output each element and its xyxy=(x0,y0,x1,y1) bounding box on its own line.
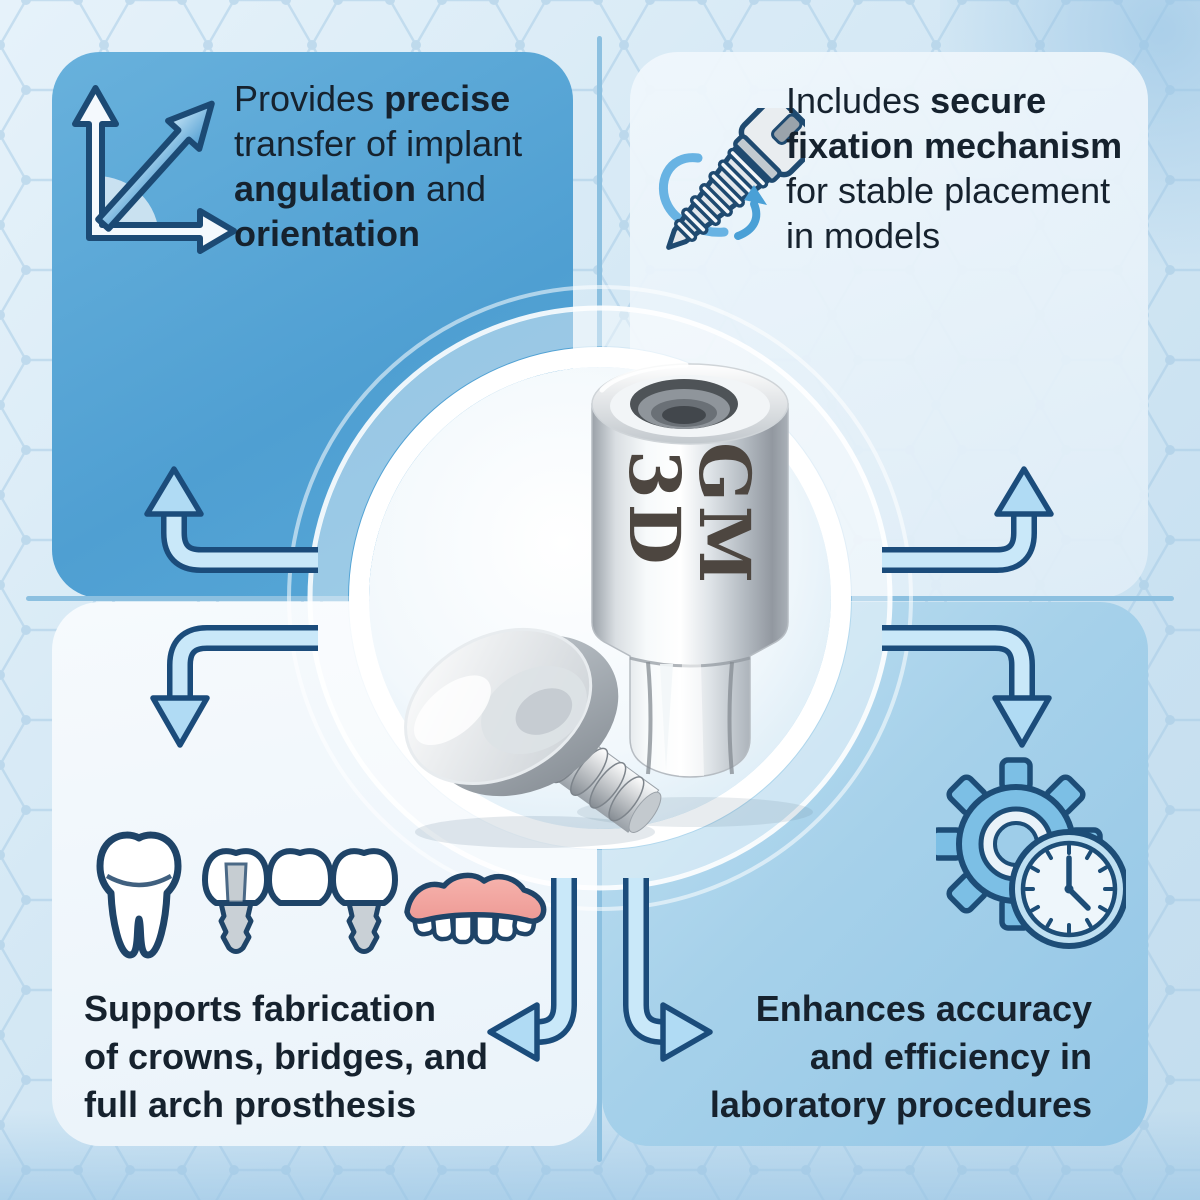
caption-line: of crowns, bridges, and xyxy=(84,1036,489,1077)
analog-rim-highlight xyxy=(599,362,689,393)
analog-bore-bottom xyxy=(662,406,706,424)
caption-segment: Provides xyxy=(234,78,385,119)
product-photo-analog-and-screw: 3D GM xyxy=(404,362,813,848)
caption-top-left: Provides precise transfer of implant ang… xyxy=(234,76,579,256)
diagonal-arrow xyxy=(95,100,215,232)
rotating-screw-icon xyxy=(659,108,805,250)
second-thin-ring xyxy=(307,305,893,891)
arrow-left-down xyxy=(150,625,318,748)
caption-line: and efficiency in xyxy=(809,1036,1092,1077)
glow-annulus xyxy=(312,310,888,886)
analog-flute-groove-left xyxy=(646,661,653,775)
caption-line: orientation xyxy=(234,211,579,256)
rotation-hook-arrow xyxy=(734,200,761,240)
caption-segment: for stable placement xyxy=(786,170,1111,211)
implant-analog: 3D GM xyxy=(591,362,789,778)
screw-shadow xyxy=(415,816,655,848)
rotation-arrowhead xyxy=(744,185,767,205)
clock xyxy=(1009,829,1126,949)
xy-axes-diagonal-arrow-icon xyxy=(72,85,237,254)
caption-line: Supports fabrication xyxy=(84,988,437,1029)
arrow-bottom-right xyxy=(623,878,713,1062)
caption-line: laboratory procedures xyxy=(709,1084,1092,1125)
caption-line: Includes secure xyxy=(786,78,1156,123)
white-ring xyxy=(349,347,851,849)
tooth-icon xyxy=(96,831,182,959)
caption-segment-bold: fixation mechanism xyxy=(786,125,1123,166)
caption-top-right: Includes secure fixation mechanism for s… xyxy=(786,78,1156,258)
caption-segment: Includes xyxy=(786,80,931,121)
caption-segment-bold: orientation xyxy=(234,213,420,254)
caption-bottom-right: Enhances accuracy and efficiency in labo… xyxy=(660,985,1092,1129)
caption-line: Enhances accuracy xyxy=(755,988,1092,1029)
analog-flute-groove-right xyxy=(727,661,734,775)
bridge-crowns xyxy=(202,848,398,906)
analog-flute-highlight xyxy=(660,664,673,770)
bridge-implants xyxy=(218,900,382,954)
caption-segment-bold: angulation xyxy=(234,168,416,209)
caption-line: transfer of implant xyxy=(234,121,579,166)
arrow-bottom-left xyxy=(487,878,577,1062)
screw-head xyxy=(404,627,619,797)
caption-segment: and xyxy=(416,168,487,209)
analog-marking-3d: 3D xyxy=(613,450,696,569)
analog-marking-gm: GM xyxy=(683,442,766,587)
arrow-right-down xyxy=(882,625,1052,748)
caption-segment: in models xyxy=(786,215,941,256)
caption-line: Provides precise xyxy=(234,76,579,121)
fixation-screw xyxy=(404,627,662,833)
arrow-right-up xyxy=(882,466,1054,573)
analog-body xyxy=(591,403,789,778)
caption-line: full arch prosthesis xyxy=(84,1084,417,1125)
outer-thin-ring xyxy=(287,285,913,911)
caption-segment-bold: precise xyxy=(384,78,511,119)
implant-bridge-icon xyxy=(202,848,398,954)
caption-segment: transfer of implant xyxy=(234,123,523,164)
caption-bottom-left: Supports fabrication of crowns, bridges,… xyxy=(84,985,524,1129)
caption-line: in models xyxy=(786,213,1156,258)
clock-ticks xyxy=(1024,844,1114,934)
denture-gum xyxy=(404,872,547,924)
gear-clock-icon xyxy=(936,757,1126,949)
caption-line: angulation and xyxy=(234,166,579,211)
caption-line: for stable placement xyxy=(786,168,1156,213)
caption-line: fixation mechanism xyxy=(786,123,1156,168)
analog-flute-face xyxy=(679,664,704,776)
caption-segment-bold: secure xyxy=(930,80,1047,121)
denture-arch-icon xyxy=(404,872,547,945)
arrow-left-up xyxy=(144,466,318,573)
clock-center-dot xyxy=(1064,884,1074,894)
screw-glyph xyxy=(666,108,805,250)
